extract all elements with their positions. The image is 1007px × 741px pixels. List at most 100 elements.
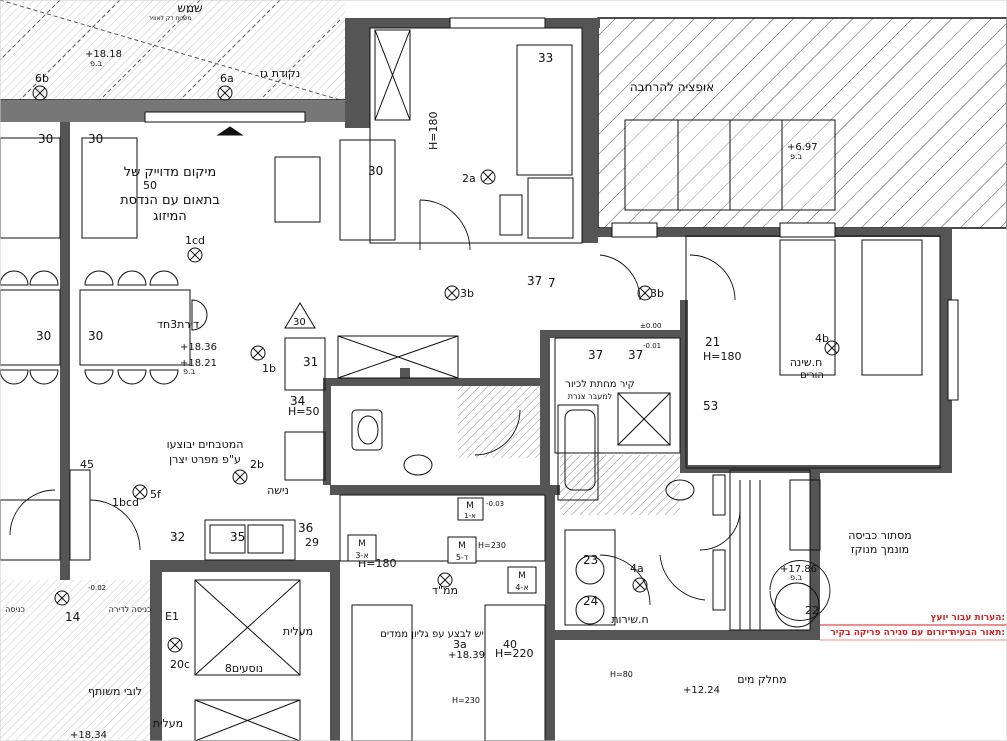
level-002: -0.02: [88, 584, 106, 592]
label-ac-2: בתאום עם הנדסת: [120, 193, 220, 208]
num-30-f: 30: [293, 317, 306, 328]
num-32: 32: [170, 530, 185, 544]
num-30-e: 30: [88, 329, 103, 343]
label-shemesh-sub: משטח דק לאוויר: [149, 15, 192, 22]
label-staircase-2: מעלית: [153, 717, 183, 730]
label-wall-bath: קיר מחתת לכיור: [565, 379, 634, 390]
label-ac-num: 50: [143, 179, 157, 192]
consultant-title: הערות עבור יועץ:: [931, 613, 1005, 623]
num-7: 7: [548, 276, 556, 290]
num-30-d: 30: [36, 329, 51, 343]
unit-b-4: ב.פ: [790, 573, 803, 582]
num-31: 31: [303, 355, 318, 369]
tag-1cd: 1cd: [185, 234, 205, 247]
label-lift-sign: נוסעים8: [225, 662, 263, 675]
tag-1b: 1b: [262, 362, 276, 375]
markers: [216, 126, 316, 329]
tag-e1: E1: [165, 610, 179, 623]
sanitary-fixtures: [351, 409, 820, 628]
tag-3b-a: 3b: [460, 287, 474, 300]
label-kniesa: כניסה: [5, 605, 25, 614]
balcony-top-left: [0, 0, 345, 101]
tag-4b: 4b: [815, 332, 829, 345]
level-1818: +18.18: [85, 49, 122, 60]
level-1821: +18.21: [180, 358, 217, 369]
m4-code: 4-א: [515, 583, 528, 592]
electrical-boxes: M 3-א M 4-א M 5-ד M 1-א: [347, 497, 537, 594]
num-53: 53: [703, 399, 718, 413]
level-1224: +12.24: [683, 685, 720, 696]
num-30-a: 30: [38, 132, 53, 146]
label-h50: H=50: [288, 405, 320, 418]
unit-b-1: ב.פ: [90, 59, 103, 68]
label-kitchen-2: ע"פ מפרט יצרן: [169, 453, 241, 466]
dining-chairs: [0, 270, 208, 385]
label-water-div: מחלק מים: [737, 673, 786, 686]
label-nikuz: נקודת גז: [260, 67, 300, 80]
consultant-desc: ריזרום עם סגירה פריקה בקיר: [830, 628, 953, 638]
label-niche-laundry: כניסה לדירה: [109, 605, 152, 614]
tag-6a: 6a: [220, 72, 234, 85]
num-23: 23: [583, 553, 598, 567]
level-003: -0.03: [486, 500, 504, 508]
m1-code: 1-א: [464, 512, 476, 520]
num-36: 36: [298, 521, 313, 535]
num-37-a: 37: [527, 274, 542, 288]
label-option-expand: אופציה להרחבה: [630, 80, 714, 94]
num-30-b: 30: [88, 132, 103, 146]
unit-b-2: ב.פ: [183, 367, 196, 376]
level-001: -0.01: [643, 342, 661, 350]
tag-3b-b: 3b: [650, 287, 664, 300]
label-master-bed-sub: הורים: [800, 370, 824, 381]
m5-code: 5-ד: [456, 553, 469, 562]
label-h230b: H=230: [452, 696, 480, 705]
label-master-bed: ח.שינה: [790, 356, 823, 369]
tag-4a: 4a: [630, 562, 644, 575]
stair-lines: [739, 480, 761, 630]
m1-label: M: [466, 501, 474, 511]
num-37-b: 37: [588, 348, 603, 362]
label-h80: H=80: [610, 670, 633, 679]
num-34: 34: [290, 394, 305, 408]
unit-b-3: ב.פ: [790, 152, 803, 161]
tag-3a: 3a: [453, 638, 467, 651]
inner-partitions: [0, 27, 941, 741]
label-wall-bath-2: למעבר צנרת: [568, 392, 612, 401]
label-lobby: לובי משותף: [88, 685, 142, 698]
num-14: 14: [65, 610, 80, 624]
elevator-shafts: [194, 29, 671, 741]
label-h230: H=230: [478, 541, 506, 550]
tag-2a: 2a: [462, 172, 476, 185]
label-mamad: ממ"ד: [432, 584, 458, 597]
num-24: 24: [583, 594, 598, 608]
label-h220: H=220: [495, 647, 533, 660]
level-1839: +18.39: [448, 650, 485, 661]
label-mamad-note: יש לבצע עפ גליון ממדים: [380, 629, 484, 640]
m4-label: M: [518, 571, 526, 581]
label-services: ח.שירות: [611, 613, 648, 626]
label-ac-1: מיקום מדוייק של: [124, 165, 217, 180]
label-kitchen-1: המטבחים יבוצעו: [167, 438, 244, 451]
tag-5f: 5f: [150, 488, 162, 501]
level-1836: +18.36: [180, 342, 217, 353]
num-35: 35: [230, 530, 245, 544]
level-697: +6.97: [787, 142, 818, 153]
level-1786: +17.86: [780, 564, 817, 575]
tag-1bcd: 1bcd: [112, 496, 139, 509]
text-labels: שמש משטח דק לאוויר נקודת גז אופציה להרחב…: [5, 1, 1005, 741]
consultant-desc-head: תאור הבעיה:: [951, 628, 1005, 638]
num-45: 45: [80, 458, 94, 471]
tag-2b: 2b: [250, 458, 264, 471]
bath-floor: [560, 455, 680, 515]
m3-label: M: [358, 539, 366, 549]
num-37-c: 37: [628, 348, 643, 362]
tag-20c: 20c: [170, 658, 190, 671]
expansion-zone: [597, 17, 1007, 229]
m3-code: 3-א: [355, 551, 368, 560]
num-21: 21: [705, 335, 720, 349]
level-1834: +18.34: [70, 730, 107, 741]
label-staircase: מעלית: [283, 625, 313, 638]
lobby-hatch: [0, 580, 150, 741]
label-h180-a: H=180: [427, 112, 440, 150]
